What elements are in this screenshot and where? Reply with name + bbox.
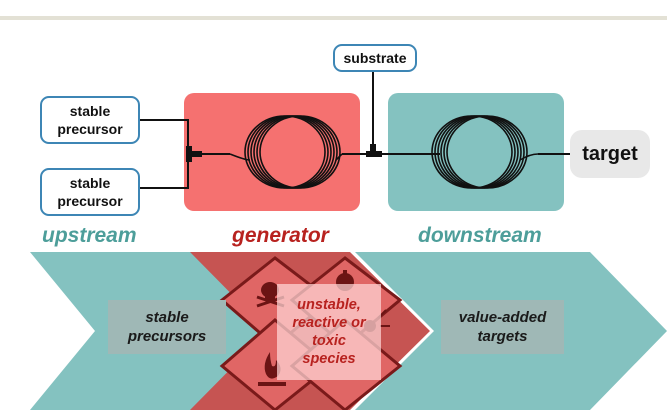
- stable-precursors-line-1: stable: [145, 309, 189, 326]
- t-mixer-1-stem: [192, 151, 202, 157]
- generator-label: generator: [232, 224, 329, 247]
- flame-icon: [258, 352, 286, 386]
- unstable-line-1: unstable,: [297, 297, 361, 313]
- stable-precursor-bottom: stable precursor: [40, 168, 140, 216]
- unstable-line-4: species: [302, 351, 356, 367]
- stable-precursors-panel: stable precursors: [108, 300, 226, 354]
- top-banner: [0, 0, 667, 20]
- downstream-label: downstream: [418, 224, 542, 247]
- downstream-coil: [431, 115, 539, 189]
- unstable-species-panel: unstable, reactive or toxic species: [277, 284, 381, 380]
- t-mixer-2-stem: [370, 144, 376, 152]
- top-divider: [0, 16, 667, 20]
- t-mixer-2: [366, 151, 382, 157]
- value-added-line-2: targets: [477, 328, 528, 345]
- substrate-input: substrate: [333, 44, 417, 72]
- substrate-label: substrate: [343, 50, 407, 66]
- target-output: target: [570, 130, 650, 178]
- stable-precursors-line-2: precursors: [127, 328, 207, 345]
- precursor-tubing: [138, 119, 189, 189]
- generator-coil: [229, 115, 343, 189]
- unstable-line-3: toxic: [312, 333, 346, 349]
- downstream-box: [388, 93, 564, 211]
- target-label: target: [582, 142, 638, 165]
- value-added-targets-panel: value-added targets: [441, 300, 564, 354]
- precursor-top-line-2: precursor: [57, 121, 123, 137]
- t-mixer-1: [186, 146, 192, 162]
- precursor-top-line-1: stable: [69, 103, 111, 119]
- upstream-label: upstream: [42, 224, 137, 247]
- skull-crossbones-icon: [256, 282, 285, 308]
- precursor-bottom-line-1: stable: [69, 175, 111, 191]
- precursor-bottom-line-2: precursor: [57, 193, 123, 209]
- stable-precursor-top: stable precursor: [40, 96, 140, 144]
- value-added-line-1: value-added: [458, 309, 547, 326]
- unstable-line-2: reactive or: [292, 315, 366, 331]
